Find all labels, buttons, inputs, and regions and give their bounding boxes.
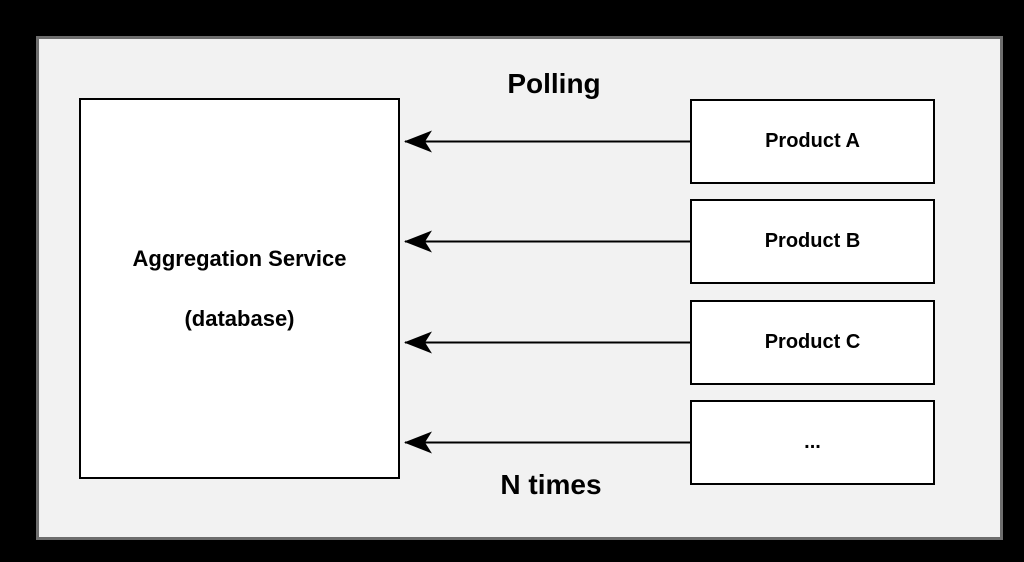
product-ellipsis-label: ...	[804, 431, 821, 453]
product-node-ellipsis: ...	[690, 400, 935, 485]
aggregation-service-node: Aggregation Service (database)	[79, 98, 400, 479]
product-a-label: Product A	[765, 130, 860, 152]
polling-arrows-layer	[404, 130, 690, 454]
diagram-title: Polling	[507, 68, 601, 99]
aggregation-service-label: Aggregation Service	[132, 245, 347, 271]
product-node-c: Product C	[690, 300, 935, 385]
diagram-panel: Polling Aggregation Service (database) P…	[36, 36, 1003, 540]
database-label: (database)	[184, 305, 295, 331]
product-node-b: Product B	[690, 199, 935, 284]
product-b-label: Product B	[764, 230, 861, 252]
product-c-label: Product C	[764, 331, 861, 353]
product-node-a: Product A	[690, 99, 935, 184]
n-times-label: N times	[500, 469, 602, 500]
